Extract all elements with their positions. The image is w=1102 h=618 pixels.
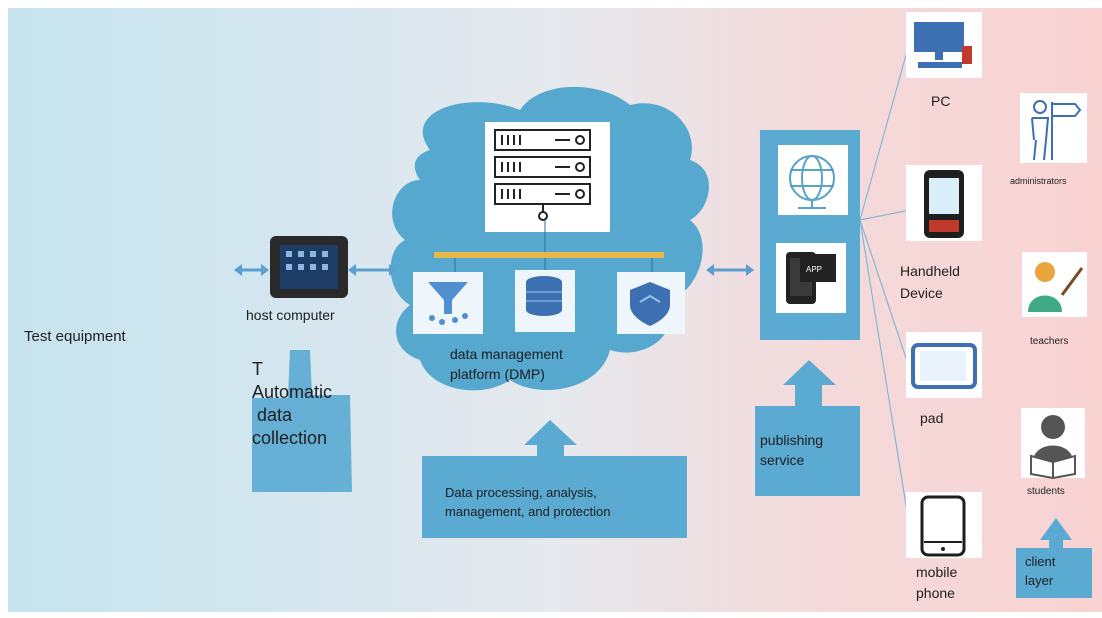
handheld-label: Handheld Device — [900, 263, 960, 301]
pc-icon — [906, 12, 982, 78]
teacher-icon — [1022, 252, 1087, 317]
server-rack-icon — [485, 122, 610, 232]
students-label: students — [1027, 486, 1065, 497]
app-badge-label: APP — [806, 265, 823, 274]
shield-icon — [617, 272, 685, 334]
data-bus — [434, 252, 664, 258]
handheld-device-icon — [906, 165, 982, 241]
teachers-label: teachers — [1030, 336, 1069, 347]
student-icon — [1021, 408, 1085, 480]
tablet-icon — [906, 332, 982, 398]
pad-label: pad — [920, 410, 944, 426]
dmp-label: data management platform (DMP) — [450, 346, 563, 382]
collection-blob — [252, 350, 352, 492]
connector-lines — [859, 54, 911, 531]
client-layer-label: client layer — [1025, 554, 1056, 588]
pc-label: PC — [931, 93, 951, 109]
double-arrow-middle — [348, 264, 397, 276]
host-computer-label: host computer — [246, 307, 335, 323]
app-phone-icon — [776, 243, 846, 313]
double-arrow-right — [706, 264, 754, 276]
double-arrow-left — [234, 264, 269, 276]
database-icon — [515, 270, 575, 332]
mobile-label: mobile phone — [916, 564, 958, 601]
client-layer-arrow — [1016, 518, 1092, 598]
publishing-label: publishing service — [760, 432, 824, 468]
mobile-phone-icon — [906, 492, 982, 558]
test-equipment-label: Test equipment — [24, 328, 126, 345]
automatic-collection-label: T Automatic data collection — [252, 359, 333, 448]
administrator-icon — [1020, 93, 1087, 163]
globe-icon — [778, 145, 848, 215]
filter-funnel-icon — [413, 272, 483, 334]
administrators-label: administrators — [1010, 176, 1067, 186]
processing-label: Data processing, analysis, management, a… — [445, 485, 611, 519]
publishing-arrow — [755, 360, 860, 496]
processing-arrow-block — [422, 420, 687, 538]
host-computer-icon — [270, 236, 348, 298]
